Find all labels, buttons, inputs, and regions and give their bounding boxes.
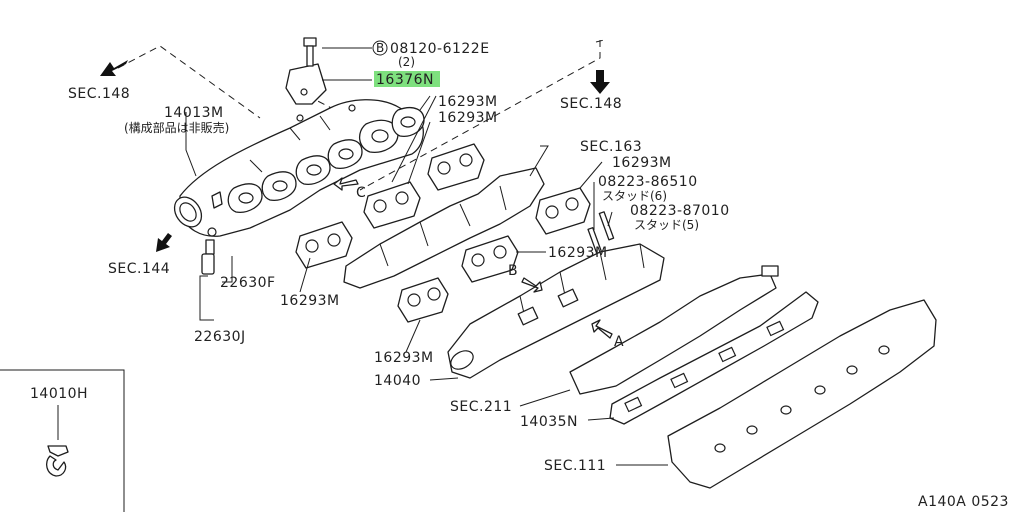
leader-lines	[185, 47, 668, 466]
label-sec163[interactable]: SEC.163	[580, 139, 642, 155]
dashed-ref-right-end	[595, 39, 605, 43]
gasket-14035n	[609, 291, 819, 425]
label-sec111[interactable]: SEC.111	[544, 458, 606, 474]
intake-collector-14013m	[173, 99, 425, 237]
arrow-sec148-right-icon	[590, 70, 610, 94]
label-bolt-08120-6122e[interactable]: 08120-6122E	[390, 41, 490, 57]
label-22630j[interactable]: 22630J	[194, 329, 246, 345]
view-arrow-a-icon	[591, 319, 613, 339]
label-ref-code: A140A 0523	[918, 494, 1009, 510]
gasket-16293m-mid	[363, 181, 421, 229]
view-arrow-b-icon	[521, 277, 543, 293]
arrow-sec148-left-icon	[100, 60, 128, 76]
label-view-b: B	[508, 263, 518, 279]
label-14035n[interactable]: 14035N	[520, 414, 578, 430]
gasket-16293m-right-mid	[461, 235, 519, 283]
arrow-sec144-icon	[156, 233, 172, 252]
label-sec144[interactable]: SEC.144	[108, 261, 170, 277]
gasket-16293m-right-upper	[535, 187, 591, 235]
exhaust-cover-part	[569, 265, 779, 395]
label-16293m-f[interactable]: 16293M	[374, 350, 434, 366]
label-16293m-a[interactable]: 16293M	[438, 94, 498, 110]
gasket-16293m-right-lower	[397, 277, 449, 323]
label-stud2-note: スタッド(5)	[634, 218, 699, 232]
label-stud1-note: スタッド(6)	[602, 189, 667, 203]
label-14013m[interactable]: 14013M	[164, 105, 224, 121]
label-stud2-num[interactable]: 08223-87010	[630, 203, 730, 219]
bolt-08120-6122e	[303, 37, 317, 67]
highlight-16376n	[374, 71, 440, 87]
dashed-ref-left	[117, 45, 261, 119]
sensor-22630f	[201, 227, 217, 275]
inset-frame	[0, 369, 125, 512]
label-16293m-c[interactable]: 16293M	[612, 155, 672, 171]
view-arrow-c-icon	[333, 177, 359, 191]
label-stud1-num[interactable]: 08223-86510	[598, 174, 698, 190]
label-sec148-left[interactable]: SEC.148	[68, 86, 130, 102]
label-14013m-note: (構成部品は非販売)	[124, 120, 229, 135]
label-16293m-d[interactable]: 16293M	[548, 245, 608, 261]
exhaust-manifold-14040	[447, 243, 665, 379]
bracket-16376n	[285, 63, 327, 105]
stud-08223-87010	[598, 211, 615, 241]
exhaust-manifold-left	[343, 167, 545, 289]
gasket-16293m-upper	[427, 143, 485, 191]
label-sec211[interactable]: SEC.211	[450, 399, 512, 415]
gasket-16293m-lower-left	[295, 221, 353, 269]
dashed-ref-right	[359, 40, 601, 191]
cylinder-head	[667, 299, 937, 489]
label-sec148-right[interactable]: SEC.148	[560, 96, 622, 112]
label-view-a: A	[614, 334, 624, 350]
label-16376n[interactable]: 16376N	[376, 72, 434, 88]
label-14010h[interactable]: 14010H	[30, 386, 88, 402]
label-22630f[interactable]: 22630F	[220, 275, 276, 291]
clip-part-14010h	[45, 445, 69, 477]
label-16293m-e[interactable]: 16293M	[280, 293, 340, 309]
label-16293m-b[interactable]: 16293M	[438, 110, 498, 126]
label-bolt-qty: (2)	[398, 55, 415, 69]
label-view-c: C	[356, 185, 366, 201]
bolt-b-circle-icon	[372, 40, 388, 56]
label-14040[interactable]: 14040	[374, 373, 421, 389]
label-bolt-b: B	[376, 41, 384, 55]
